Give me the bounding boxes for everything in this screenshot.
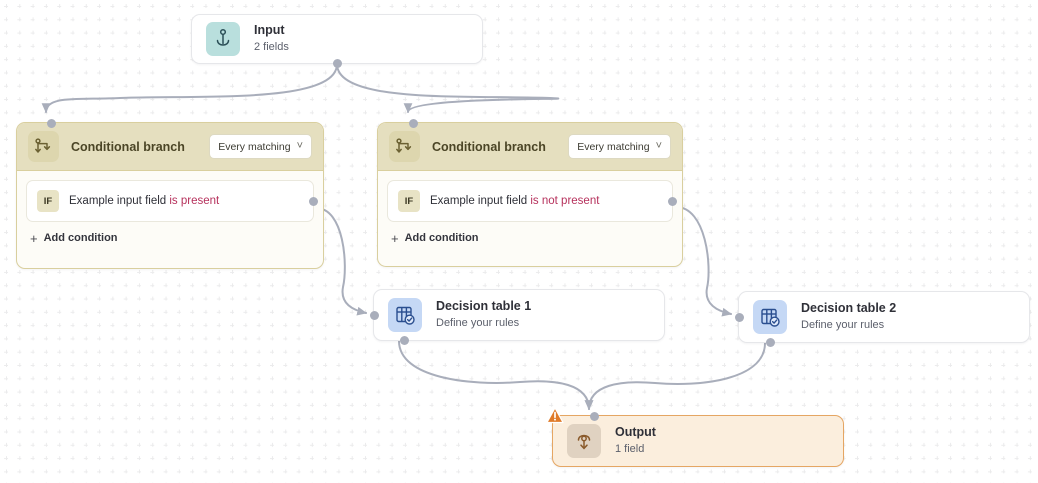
node-output-title: Output bbox=[615, 425, 656, 440]
port-decision-table-1-bottom[interactable] bbox=[400, 335, 409, 345]
decision-table-icon bbox=[388, 298, 422, 332]
anchor-output-icon bbox=[567, 424, 601, 458]
branch-right-condition-field: Example input field bbox=[430, 195, 528, 207]
branch-left-add-condition-button[interactable]: + Add condition bbox=[26, 222, 314, 254]
if-badge: IF bbox=[37, 190, 59, 212]
branch-left-condition-operator: is present bbox=[169, 195, 220, 207]
branch-left-match-label: Every matching bbox=[218, 140, 291, 153]
port-branch-right-top[interactable] bbox=[409, 118, 418, 128]
branch-icon bbox=[389, 131, 420, 162]
node-branch-left[interactable]: Conditional branch Every matching ˅ IF E… bbox=[16, 118, 324, 269]
branch-left-header: Conditional branch Every matching ˅ bbox=[17, 123, 323, 171]
port-decision-table-2-left[interactable] bbox=[734, 312, 744, 322]
branch-left-add-condition-label: Add condition bbox=[43, 232, 118, 244]
if-badge: IF bbox=[398, 190, 420, 212]
node-decision-table-1-subtitle: Define your rules bbox=[436, 316, 520, 329]
chevron-down-icon: ˅ bbox=[296, 140, 303, 152]
port-branch-right-condition-right[interactable] bbox=[667, 196, 677, 206]
node-input[interactable]: Input 2 fields bbox=[191, 14, 483, 68]
node-output-subtitle: 1 field bbox=[615, 442, 645, 455]
anchor-input-icon bbox=[206, 22, 240, 56]
branch-right-title: Conditional branch bbox=[432, 139, 546, 154]
branch-left-match-select[interactable]: Every matching ˅ bbox=[209, 134, 312, 159]
plus-icon: + bbox=[391, 230, 399, 246]
node-decision-table-2-title: Decision table 2 bbox=[801, 301, 897, 316]
branch-right-match-select[interactable]: Every matching ˅ bbox=[568, 134, 671, 159]
node-decision-table-1[interactable]: Decision table 1 Define your rules bbox=[369, 289, 665, 345]
node-input-text: Input 2 fields bbox=[254, 23, 289, 54]
port-decision-table-2-bottom[interactable] bbox=[766, 337, 775, 347]
branch-right-body: IF Example input field is not present + … bbox=[378, 171, 682, 254]
node-output-text: Output 1 field bbox=[615, 425, 656, 456]
node-decision-table-1-text: Decision table 1 Define your rules bbox=[436, 299, 531, 330]
branch-right-header: Conditional branch Every matching ˅ bbox=[378, 123, 682, 171]
branch-right-add-condition-button[interactable]: + Add condition bbox=[387, 222, 673, 254]
warning-triangle-icon bbox=[546, 407, 564, 424]
edge-branch-right-to-table-2 bbox=[675, 206, 733, 317]
node-output[interactable]: Output 1 field bbox=[546, 407, 844, 467]
port-output-top[interactable] bbox=[590, 411, 599, 421]
edge-table-2-to-output bbox=[584, 342, 766, 411]
node-decision-table-2-text: Decision table 2 Define your rules bbox=[801, 301, 896, 332]
plus-icon: + bbox=[30, 230, 38, 246]
node-input-title: Input bbox=[254, 23, 285, 38]
chevron-down-icon: ˅ bbox=[655, 140, 662, 152]
node-decision-table-2[interactable]: Decision table 2 Define your rules bbox=[734, 291, 1030, 347]
branch-icon bbox=[28, 131, 59, 162]
branch-left-condition-text: Example input field is present bbox=[69, 195, 219, 207]
branch-left-condition-row[interactable]: IF Example input field is present bbox=[26, 180, 318, 222]
edge-input-to-branch-right bbox=[336, 63, 560, 114]
edge-table-1-to-output bbox=[398, 340, 594, 411]
node-decision-table-1-title: Decision table 1 bbox=[436, 299, 532, 314]
branch-right-add-condition-label: Add condition bbox=[404, 232, 479, 244]
branch-right-match-label: Every matching bbox=[577, 140, 650, 153]
branch-right-condition-text: Example input field is not present bbox=[430, 195, 599, 207]
decision-table-icon bbox=[753, 300, 787, 334]
branch-left-title: Conditional branch bbox=[71, 139, 185, 154]
edge-input-to-branch-left bbox=[41, 63, 338, 114]
node-decision-table-2-subtitle: Define your rules bbox=[801, 318, 885, 331]
port-input-bottom[interactable] bbox=[332, 58, 342, 68]
port-branch-left-condition-right[interactable] bbox=[308, 196, 318, 206]
port-branch-left-top[interactable] bbox=[47, 118, 56, 128]
branch-right-condition-row[interactable]: IF Example input field is not present bbox=[387, 180, 677, 222]
port-decision-table-1-left[interactable] bbox=[369, 310, 379, 320]
branch-left-condition-field: Example input field bbox=[69, 195, 167, 207]
node-input-subtitle: 2 fields bbox=[254, 40, 289, 53]
branch-left-body: IF Example input field is present + Add … bbox=[17, 171, 323, 254]
node-branch-right[interactable]: Conditional branch Every matching ˅ IF E… bbox=[377, 118, 683, 267]
branch-right-condition-operator: is not present bbox=[530, 195, 600, 207]
